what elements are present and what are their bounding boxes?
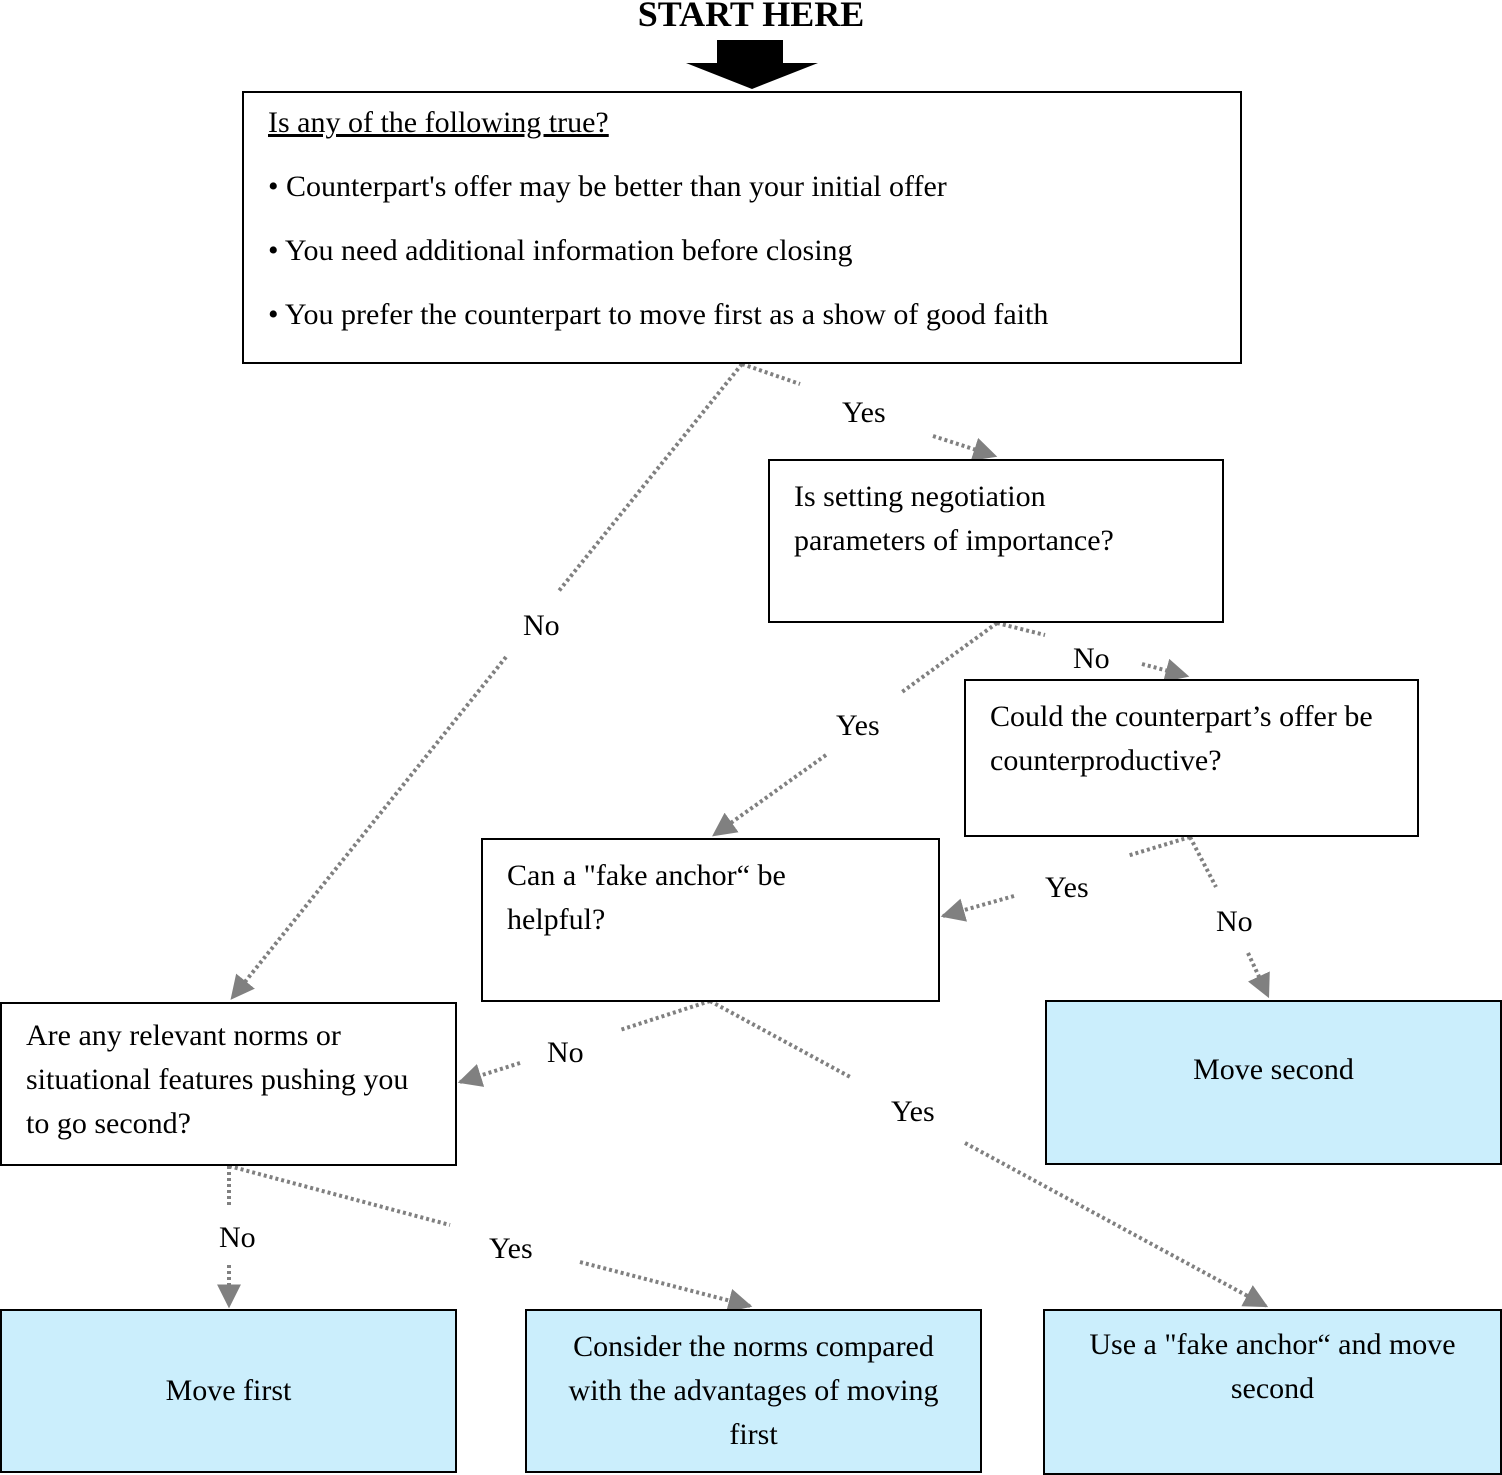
start-label: START HERE (637, 0, 865, 34)
edge-label-q5-yes: Yes (489, 1232, 533, 1265)
edge-q5-yes-b (579, 1260, 753, 1313)
edge-label-q4-no: No (547, 1036, 584, 1069)
edge-label-q2-no: No (1073, 642, 1110, 675)
edge-q4-yes-a (709, 999, 853, 1080)
edge-q3-yes-b (940, 894, 1015, 922)
edge-label-q1-yes: Yes (842, 396, 886, 429)
question-box-4: Can a "fake anchor“ be helpful? (481, 838, 940, 1002)
edge-q1-no-a (556, 362, 744, 594)
question-1-item: • Counterpart's offer may be better than… (268, 170, 947, 203)
edge-label-q3-yes: Yes (1045, 871, 1089, 904)
edge-q1-yes-b (932, 434, 998, 461)
edge-label-q2-yes: Yes (836, 709, 880, 742)
question-5-text: Are any relevant norms or situational fe… (26, 1019, 409, 1140)
question-2-text: Is setting negotiation parameters of imp… (794, 480, 1114, 557)
start-arrow (686, 40, 818, 89)
edge-q5-yes-a (228, 1164, 451, 1227)
outcome-move-second: Move second (1045, 1000, 1502, 1165)
edge-q2-yes-b (712, 753, 828, 837)
edge-q3-no-a (1188, 836, 1218, 888)
outcome-move-second-text: Move second (1193, 1053, 1354, 1086)
outcome-move-first-text: Move first (165, 1374, 292, 1407)
edge-label-q5-no: No (219, 1221, 256, 1254)
outcome-consider-norms: Consider the norms compared with the adv… (525, 1309, 982, 1473)
question-4-text: Can a "fake anchor“ be helpful? (507, 859, 786, 936)
edge-q2-no-b (1141, 658, 1190, 683)
edge-q1-yes-a (741, 362, 801, 386)
question-box-3: Could the counterpart’s offer be counter… (964, 679, 1419, 837)
question-box-5: Are any relevant norms or situational fe… (0, 1002, 457, 1166)
edge-q3-no-b (1246, 952, 1270, 999)
question-1-title: Is any of the following true? (268, 106, 609, 139)
edge-q1-no-b (230, 655, 508, 1000)
edge-q3-yes-a (1126, 835, 1191, 858)
question-1-item: • You prefer the counterpart to move fir… (268, 298, 1049, 331)
edge-label-q4-yes: Yes (891, 1095, 935, 1128)
edge-q4-no-b (457, 1061, 521, 1087)
edge-label-q1-no: No (523, 609, 560, 642)
edge-q2-yes-a (900, 621, 999, 694)
question-1-item: • You need additional information before… (268, 234, 853, 267)
edge-q4-no-a (619, 999, 711, 1032)
outcome-consider-norms-text: Consider the norms compared with the adv… (568, 1330, 939, 1451)
edge-q4-yes-b (964, 1141, 1269, 1308)
edge-label-q3-no: No (1216, 905, 1253, 938)
outcome-move-first: Move first (0, 1309, 457, 1473)
question-box-2: Is setting negotiation parameters of imp… (768, 459, 1224, 623)
outcome-fake-anchor-second-text: Use a "fake anchor“ and move second (1089, 1328, 1456, 1405)
question-box-1: Is any of the following true? • Counterp… (242, 91, 1242, 364)
edge-q2-no-a (996, 621, 1046, 637)
question-3-text: Could the counterpart’s offer be counter… (990, 700, 1373, 777)
outcome-fake-anchor-second: Use a "fake anchor“ and move second (1043, 1309, 1502, 1475)
